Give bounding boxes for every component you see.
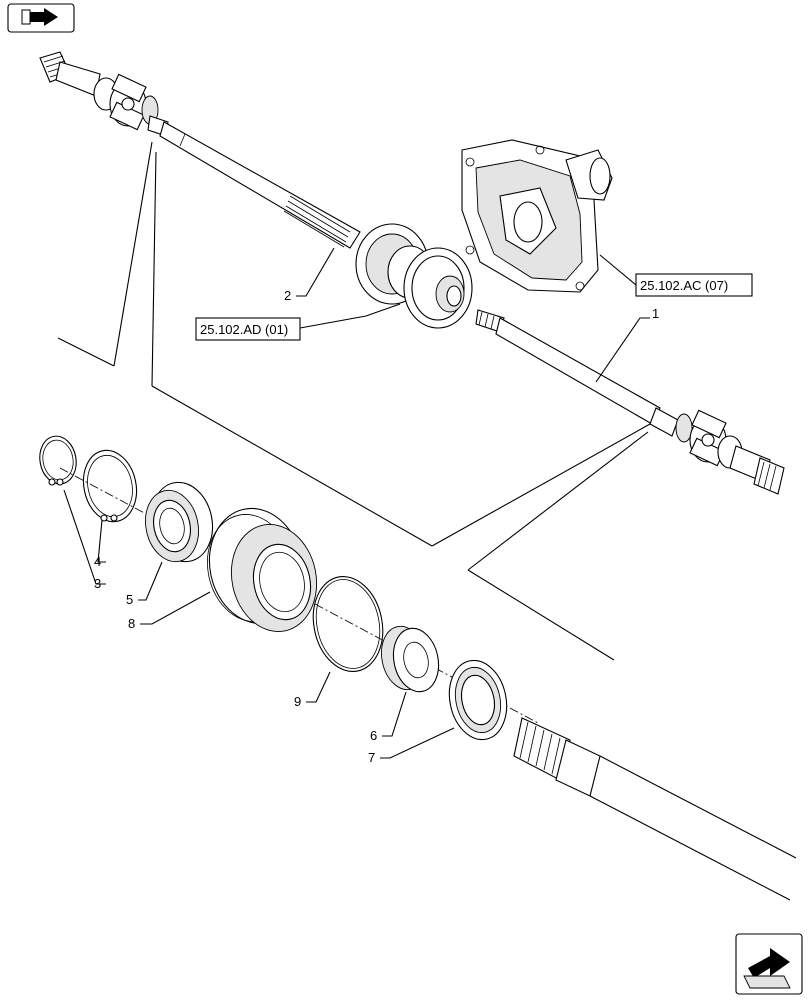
callout-2: 2 [284,288,291,303]
reference-label-differential: 25.102.AD (01) [200,322,288,337]
part-3-snap-ring [39,435,77,486]
differential-assembly [355,223,473,329]
callout-9: 9 [294,694,301,709]
upper-axle-shaft [39,51,361,249]
page-nav-arrow-icon[interactable] [7,3,75,33]
part-8-bearing-housing [207,507,318,632]
reference-box-housing[interactable]: 25.102.AC (07) [635,273,753,297]
next-page-arrow-icon[interactable] [735,933,803,995]
callout-numbers: 1 2 3 4 5 8 9 6 7 [94,288,659,765]
part-9-o-ring [312,575,384,673]
callout-7: 7 [368,750,375,765]
part-6-seal-ring [381,625,440,693]
callout-8: 8 [128,616,135,631]
leader-lines [63,247,650,759]
exploded-view-bracket [57,141,651,661]
shaft-splines-mid [283,195,351,248]
universal-joint-upper [93,73,159,131]
callout-1: 1 [652,306,659,321]
reference-label-housing: 25.102.AC (07) [640,278,728,293]
ring-gear [403,247,473,329]
lower-axle-shaft [475,309,785,495]
part-5-ball-bearing [145,481,214,563]
callout-4: 4 [94,554,101,569]
drive-shaft [513,717,797,901]
callout-6: 6 [370,728,377,743]
shaft-spline-end-lower [753,457,785,495]
part-4-circlip [82,449,138,523]
axle-housing [461,139,613,293]
reference-box-differential[interactable]: 25.102.AD (01) [195,317,301,341]
callout-3: 3 [94,576,101,591]
callout-5: 5 [126,592,133,607]
universal-joint-lower [675,409,743,469]
part-7-shim [448,659,508,741]
